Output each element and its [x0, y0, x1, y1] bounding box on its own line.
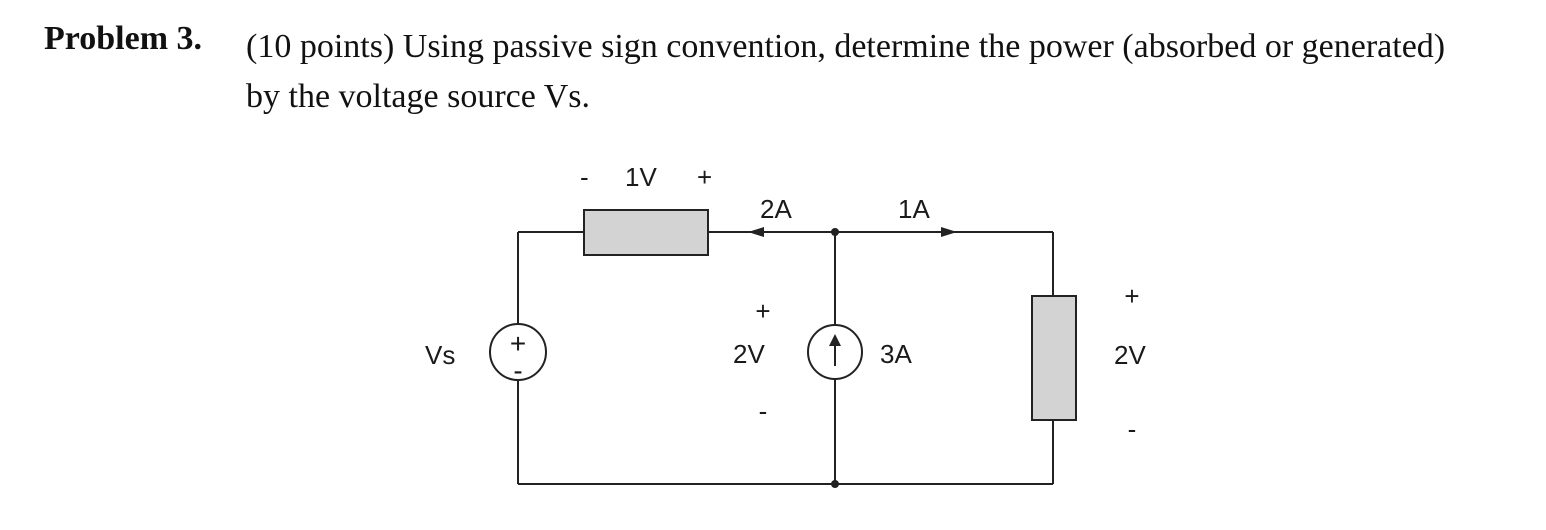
top-resistor-voltage: 1V: [625, 162, 657, 192]
current-label-2a: 2A: [760, 194, 792, 224]
top-resistor-minus: -: [580, 162, 589, 192]
voltage-source-icon: [489, 323, 547, 381]
right-voltage-plus: +: [1124, 281, 1139, 311]
right-voltage-value: 2V: [1114, 340, 1146, 370]
current-label-1a: 1A: [898, 194, 930, 224]
problem-label: Problem 3.: [44, 20, 203, 57]
middle-voltage-plus: +: [755, 296, 770, 326]
top-resistor-plus: +: [697, 162, 712, 192]
arrow-right-1a-icon: [941, 227, 957, 237]
voltage-source-plus: +: [510, 328, 526, 359]
current-source-arrow-icon: [829, 334, 841, 346]
voltage-source-minus: -: [513, 355, 522, 386]
middle-voltage-value: 2V: [733, 339, 765, 369]
arrow-left-2a-icon: [748, 227, 764, 237]
current-source-label: 3A: [880, 339, 912, 369]
top-resistor: [583, 209, 709, 256]
right-voltage-minus: -: [1128, 414, 1137, 444]
right-resistor: [1031, 295, 1077, 421]
bottom-node: [831, 480, 839, 488]
top-node: [831, 228, 839, 236]
circuit-wires: [517, 231, 1054, 485]
voltage-source-label: Vs: [425, 340, 455, 370]
problem-statement: (10 points) Using passive sign conventio…: [246, 28, 1446, 115]
middle-voltage-minus: -: [759, 396, 768, 426]
